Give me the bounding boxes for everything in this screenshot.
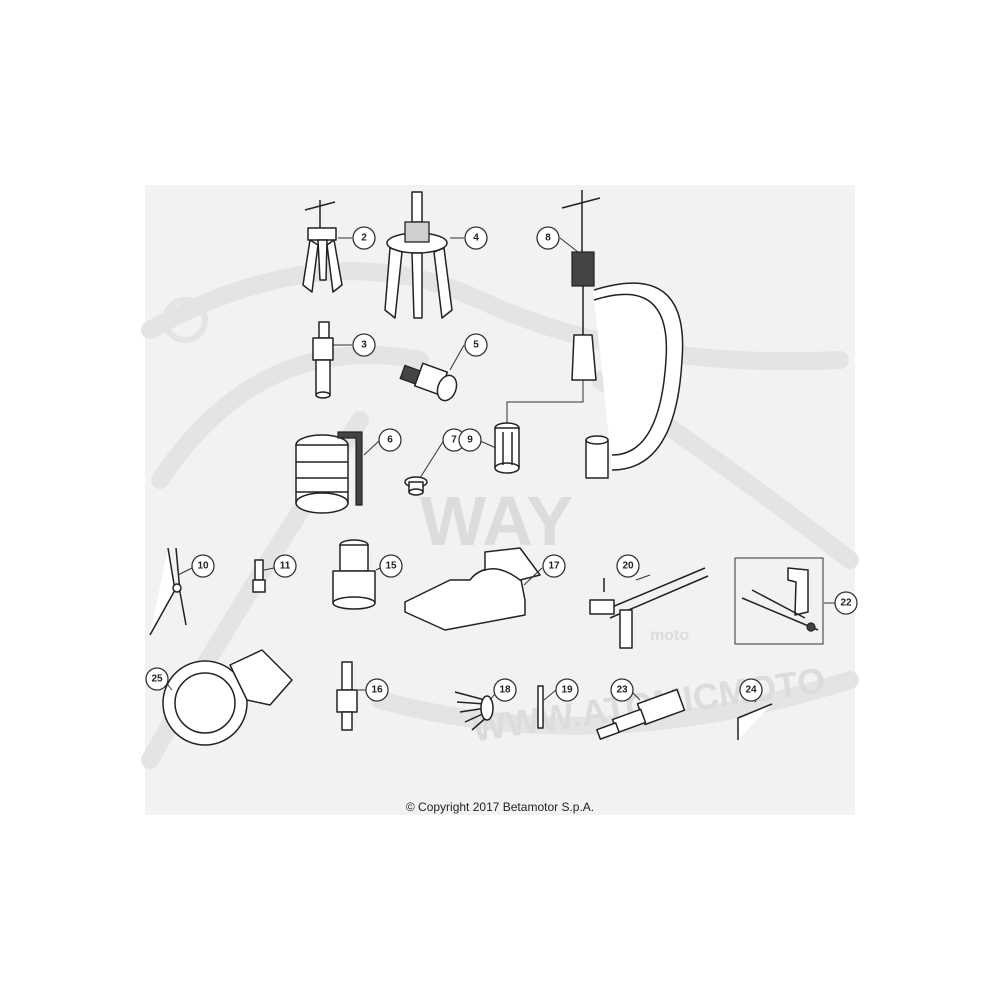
watermark-brand-text: moto <box>650 627 689 644</box>
tool-10-pliers <box>149 547 187 636</box>
svg-text:16: 16 <box>371 685 383 696</box>
callout-16: 16 <box>365 678 389 702</box>
svg-text:8: 8 <box>545 233 551 244</box>
tool-16-punch <box>336 661 358 731</box>
callout-20: 20 <box>616 554 640 578</box>
tool-5-adapter <box>399 362 458 402</box>
tool-9-cage <box>494 380 584 474</box>
tool-15-socket <box>332 539 376 610</box>
callout-22: 22 <box>834 591 858 615</box>
tool-4-three-jaw-puller <box>384 191 453 319</box>
tool-22-group <box>734 557 824 645</box>
callout-5: 5 <box>464 333 488 357</box>
copyright-text: © Copyright 2017 Betamotor S.p.A. <box>405 800 595 814</box>
tool-20-holder <box>589 567 709 649</box>
callout-17: 17 <box>542 554 566 578</box>
tool-19-rod <box>537 685 544 729</box>
svg-text:23: 23 <box>616 685 628 696</box>
svg-text:11: 11 <box>280 561 291 572</box>
svg-text:15: 15 <box>385 561 397 572</box>
svg-text:9: 9 <box>467 435 473 446</box>
tool-11-pin <box>252 559 266 593</box>
tool-8-valve-compressor <box>561 190 684 479</box>
svg-text:3: 3 <box>361 340 367 351</box>
svg-text:7: 7 <box>451 435 457 446</box>
svg-text:10: 10 <box>197 561 209 572</box>
tool-3-slide <box>312 321 334 399</box>
callout-23: 23 <box>610 678 634 702</box>
callout-15: 15 <box>379 554 403 578</box>
svg-text:5: 5 <box>473 340 479 351</box>
callout-8: 8 <box>536 226 560 250</box>
tool-24-hex-key <box>737 703 773 740</box>
callout-4: 4 <box>464 226 488 250</box>
tool-2-puller <box>302 200 343 293</box>
callout-19: 19 <box>555 678 579 702</box>
callout-11: 11 <box>273 554 297 578</box>
watermark-word-text: WAY <box>420 482 573 560</box>
tool-18-feeler-gauge <box>454 691 494 731</box>
callout-3: 3 <box>352 333 376 357</box>
callout-24: 24 <box>739 678 763 702</box>
svg-text:17: 17 <box>548 561 560 572</box>
svg-text:25: 25 <box>151 674 163 685</box>
svg-text:19: 19 <box>561 685 573 696</box>
callout-9: 9 <box>458 428 482 452</box>
leader-lines <box>163 237 836 703</box>
tool-23-driver <box>596 688 686 740</box>
svg-text:18: 18 <box>499 685 511 696</box>
tool-25-ring <box>162 649 293 746</box>
callout-18: 18 <box>493 678 517 702</box>
svg-text:4: 4 <box>473 233 479 244</box>
svg-text:24: 24 <box>745 685 757 696</box>
svg-text:20: 20 <box>622 561 634 572</box>
tool-17-plate <box>404 547 541 631</box>
tool-7-plug <box>404 476 428 496</box>
callout-10: 10 <box>191 554 215 578</box>
svg-text:6: 6 <box>387 435 393 446</box>
callout-25: 25 <box>145 667 169 691</box>
svg-text:2: 2 <box>361 233 367 244</box>
svg-text:22: 22 <box>840 598 852 609</box>
callout-6: 6 <box>378 428 402 452</box>
tool-6-ring-compressor <box>295 431 363 514</box>
callout-2: 2 <box>352 226 376 250</box>
